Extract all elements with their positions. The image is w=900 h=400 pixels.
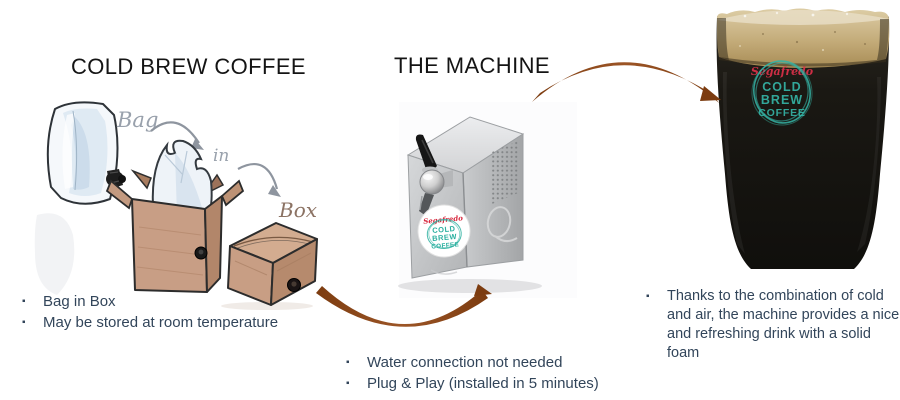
bullet-item: Thanks to the combination of cold and ai… bbox=[640, 287, 900, 363]
bullet-item: Bag in Box bbox=[16, 291, 316, 312]
foam bbox=[716, 8, 890, 68]
vent-grid bbox=[492, 141, 518, 204]
etched-logo-mark bbox=[430, 206, 518, 275]
machine-badge: Segafredo COLD BREW COFFEE bbox=[417, 204, 471, 258]
box-label: Box bbox=[278, 198, 317, 222]
bullet-list-drink: Thanks to the combination of cold and ai… bbox=[640, 287, 900, 363]
open-box-drawing bbox=[105, 139, 245, 293]
section-title-cold-brew: COLD BREW COFFEE bbox=[71, 54, 306, 79]
machine-image: Segafredo COLD BREW COFFEE bbox=[398, 102, 577, 298]
curved-arrow-machine-to-glass-icon bbox=[532, 62, 721, 103]
tap-body bbox=[419, 169, 445, 195]
small-curved-arrow-icon bbox=[237, 163, 281, 197]
bullet-list-bag-in-box: Bag in Box May be stored at room tempera… bbox=[16, 291, 316, 333]
tap-spout bbox=[419, 193, 434, 216]
badge-line1: COLD bbox=[432, 224, 456, 235]
glass-logo-line2: BREW bbox=[761, 93, 803, 107]
bullet-item: Plug & Play (installed in 5 minutes) bbox=[340, 373, 630, 394]
tap bbox=[415, 134, 453, 216]
bag-in-box-illustration: Bag in Box bbox=[34, 101, 318, 310]
section-title-machine: THE MACHINE bbox=[394, 53, 550, 78]
glass-logo-line3: COFFEE bbox=[758, 107, 805, 119]
bullet-list-machine: Water connection not needed Plug & Play … bbox=[340, 352, 630, 394]
curved-arrow-box-to-machine-icon bbox=[316, 284, 492, 327]
glass-logo-line1: COLD bbox=[762, 80, 801, 94]
bullet-item: May be stored at room temperature bbox=[16, 312, 316, 333]
bag-label: Bag bbox=[116, 108, 158, 132]
machine-shadow bbox=[398, 279, 542, 293]
bag-drawing bbox=[46, 101, 126, 205]
badge-line2: BREW bbox=[432, 232, 458, 243]
cold-brew-glass-image: Segafredo COLD BREW COFFEE bbox=[716, 8, 890, 269]
glass-logo: Segafredo COLD BREW COFFEE bbox=[751, 60, 813, 126]
in-label: in bbox=[213, 146, 229, 166]
faint-watermark bbox=[34, 213, 75, 295]
badge-line3: COFFEE bbox=[431, 241, 459, 250]
bullet-item: Water connection not needed bbox=[340, 352, 630, 373]
